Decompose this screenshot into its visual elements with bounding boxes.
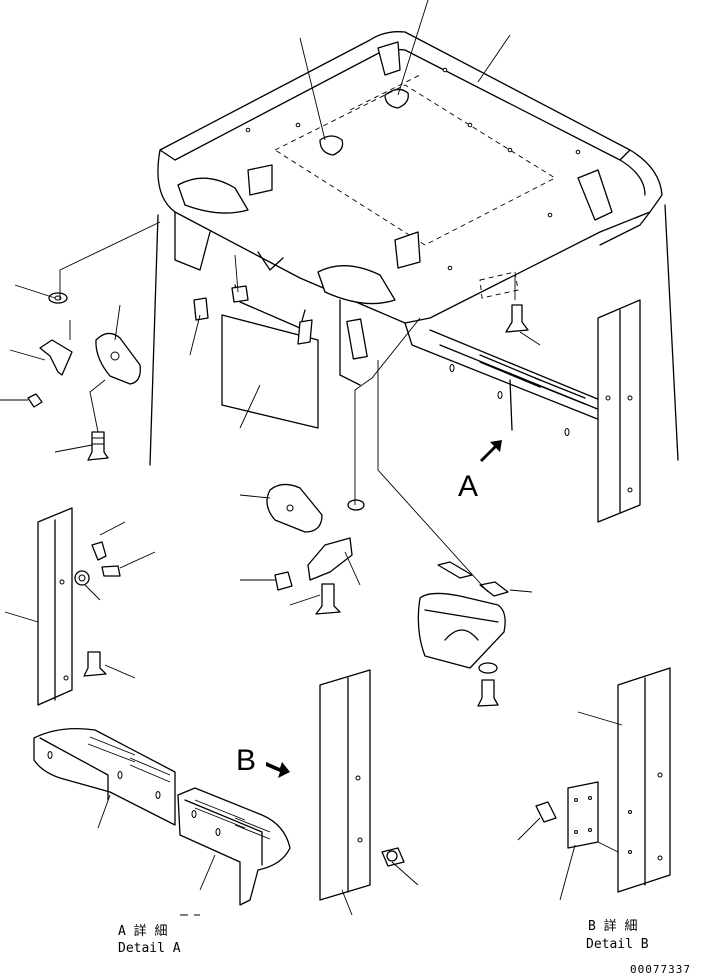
- cab-pillar-right: [664, 204, 679, 461]
- lower-trim-right: [177, 787, 291, 906]
- rear-pillar-right: [535, 667, 671, 893]
- detail-b-caption-jp: B 詳 細: [588, 918, 637, 934]
- right-pillar-upper: [597, 299, 641, 523]
- detail-a-caption-en: Detail A: [118, 941, 181, 956]
- drawing-number: 00077337: [630, 963, 691, 976]
- leader-lines: [0, 0, 623, 916]
- mirror-bracket-center: [266, 483, 365, 615]
- detail-b-caption-en: Detail B: [586, 937, 649, 952]
- rear-pillar-center: [319, 669, 405, 901]
- view-arrow-a: [480, 440, 502, 462]
- mirror-bracket-left: [27, 292, 141, 461]
- left-side-panel: [37, 507, 121, 706]
- lower-trim-left: [33, 727, 176, 826]
- view-arrow-b: [266, 762, 290, 778]
- view-marker-b: B: [236, 744, 256, 777]
- sun-visor: [193, 284, 319, 429]
- cab-roof: [157, 31, 663, 441]
- cab-pillar-left: [149, 214, 159, 466]
- cap-bolt-right: [505, 304, 529, 333]
- airbox-assembly: [417, 561, 509, 707]
- view-marker-a: A: [458, 470, 478, 503]
- detail-a-caption-jp: A 詳 細: [118, 923, 167, 939]
